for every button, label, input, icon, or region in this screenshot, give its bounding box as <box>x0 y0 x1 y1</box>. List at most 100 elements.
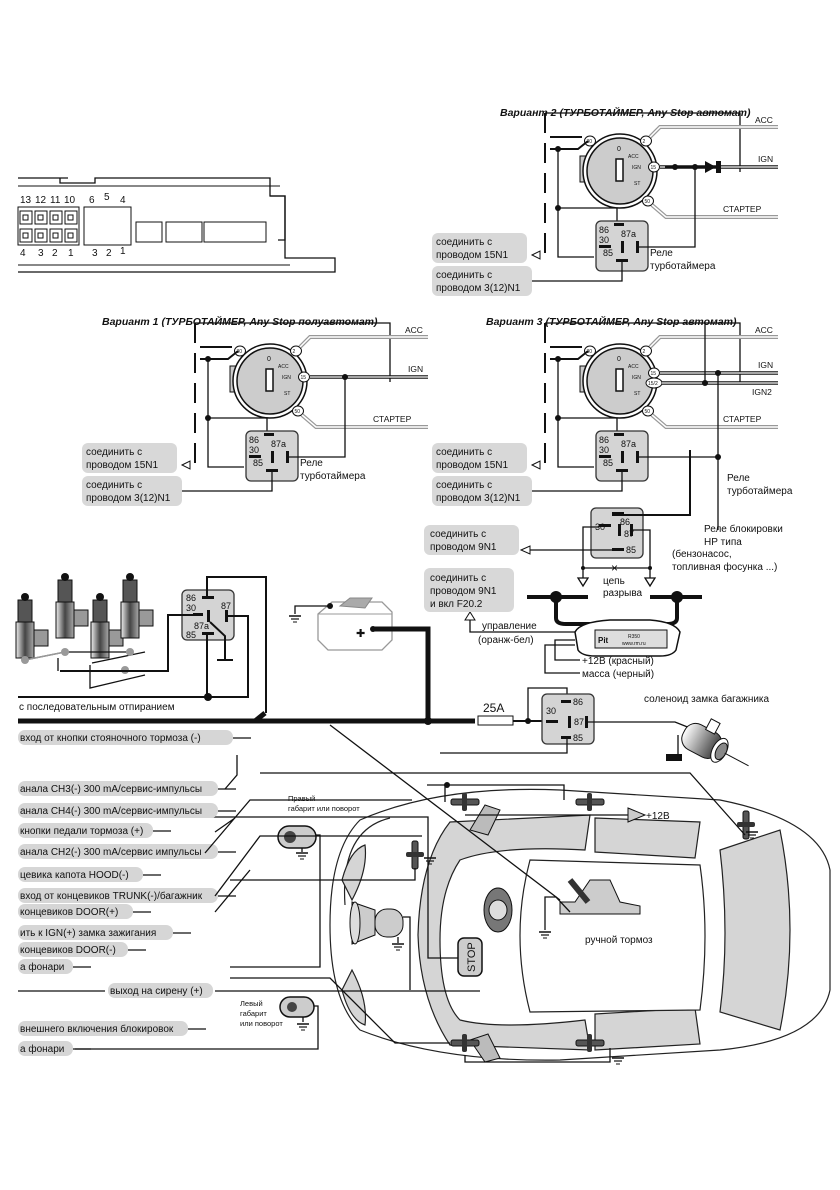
connect-3n1-label: проводом 3(12)N1 <box>436 493 521 504</box>
relay-pin: 87 <box>221 601 231 611</box>
relay-pin: 30 <box>249 445 259 455</box>
left-light-label: Левый <box>240 999 263 1008</box>
variant2-title: Вариант 2 (ТУРБОТАЙМЕР, Any Stop автомат… <box>500 106 751 119</box>
switch-pin: 15 <box>651 371 657 377</box>
switch-pin: 50 <box>295 409 301 415</box>
wire-label: ить к IGN(+) замка зажигания <box>20 928 156 939</box>
alarm-unit-connector: 13 12 11 10 4 3 2 1 6 5 4 3 2 1 <box>17 177 336 273</box>
relay-pin: 86 <box>249 435 259 445</box>
connect-3n1-label: проводом 3(12)N1 <box>86 493 171 504</box>
fuse-label: 25A <box>483 701 504 715</box>
switch-position: ACC <box>628 364 639 370</box>
connect-15n1-label: проводом 15N1 <box>436 460 508 471</box>
switch-position: ST <box>634 391 640 397</box>
switch-position: 0 <box>617 146 621 153</box>
wire-label: внешнего включения блокировок <box>20 1023 174 1035</box>
blocking-relay-label: топливная фосунка ...) <box>672 561 777 573</box>
wire-label: вход от концевиков TRUNK(-)/багажник <box>20 890 203 902</box>
relay-pin: 30 <box>186 603 196 613</box>
relay-label: Реле <box>300 458 323 469</box>
wire-label: анала CH2(-) 300 mA/сервис импульсы <box>20 847 202 858</box>
wire-ign2-label: IGN2 <box>752 387 772 397</box>
variant3-title: Вариант 3 (ТУРБОТАЙМЕР, Any Stop автомат… <box>486 315 737 328</box>
pin-label: 4 <box>20 248 26 259</box>
wire-ign-label: IGN <box>408 364 423 374</box>
wire-label: анала CH3(-) 300 mA/сервис-импульсы <box>20 784 202 795</box>
switch-position: ST <box>634 181 640 187</box>
pin-label: 13 <box>20 195 32 206</box>
stop-label: STOP <box>466 942 478 972</box>
ground-label: масса (черный) <box>582 669 654 680</box>
connect-3n1-label: проводом 3(12)N1 <box>436 283 521 294</box>
break-label: цепь <box>603 576 625 587</box>
siren-icon <box>349 901 411 990</box>
wire-label: анала CH4(-) 300 mA/сервис-импульсы <box>20 806 202 817</box>
connect-9n1-f20-label: проводом 9N1 <box>430 586 497 597</box>
switch-pin: 15 <box>651 165 657 171</box>
relay-pin: 85 <box>253 458 263 468</box>
relay-pin: 85 <box>186 630 196 640</box>
connect-15n1-label: соединить с <box>436 447 492 458</box>
wire-ign-label: IGN <box>758 154 773 164</box>
wire-label: выход на сирену (+) <box>110 986 203 997</box>
switch-pin: 30 <box>237 349 243 355</box>
wire-label: концевиков DOOR(-) <box>20 945 116 956</box>
wire-label: концевиков DOOR(+) <box>20 907 118 918</box>
switch-pin: 30 <box>587 349 593 355</box>
connect-3n1-label: соединить с <box>436 270 492 281</box>
wire-starter-label: СТАРТЕР <box>723 414 762 424</box>
right-light-label: Правый <box>288 794 315 803</box>
relay-label: турботаймера <box>727 485 793 497</box>
door-lock-actuators <box>15 573 154 689</box>
relay-pin: 87a <box>271 439 286 449</box>
pin-label: 11 <box>50 195 61 206</box>
locks-caption: с последовательным отпиранием <box>19 702 175 713</box>
switch-position: ACC <box>628 154 639 160</box>
module-model: R350 <box>628 634 640 640</box>
battery: ✚ <box>288 597 431 720</box>
pin-label: 2 <box>52 248 58 259</box>
pin-label: 1 <box>68 248 74 259</box>
relay-pin: 86 <box>573 697 583 707</box>
pin-label: 5 <box>104 192 110 203</box>
blocking-relay-label: Реле блокировки <box>704 523 783 535</box>
wire-label: цевика капота HOOD(-) <box>20 870 129 881</box>
control-label: (оранж-бел) <box>478 634 534 646</box>
plus-sign-icon: ✚ <box>356 628 365 640</box>
switch-position: IGN <box>632 165 641 171</box>
switch-pin: 15/2 <box>648 381 658 387</box>
connect-15n1-label: проводом 15N1 <box>86 460 158 471</box>
connect-9n1-f20-label: соединить с <box>430 573 486 584</box>
wire-label: а фонари <box>20 961 64 973</box>
pin-label: 10 <box>64 195 76 206</box>
relay-pin: 30 <box>599 445 609 455</box>
switch-position: IGN <box>632 375 641 381</box>
pin-label: 1 <box>120 246 126 257</box>
relay-label: турботаймера <box>650 260 716 272</box>
relay-pin: 30 <box>599 235 609 245</box>
wire-label: а фонари <box>20 1043 64 1055</box>
blocking-relay-block: 30 86 87 85 × цепь разрыва Реле блокиров… <box>464 450 783 680</box>
relay-pin: 86 <box>620 517 630 527</box>
connect-3n1-label: соединить с <box>86 480 142 491</box>
wire-acc-label: ACC <box>755 115 773 125</box>
wire-label: кнопки педали тормоза (+) <box>20 826 143 837</box>
connect-3n1-label: соединить с <box>436 480 492 491</box>
relay-pin: 86 <box>186 593 196 603</box>
relay-pin: 85 <box>603 248 613 258</box>
switch-position: 0 <box>267 356 271 363</box>
left-light-label: габарит <box>240 1009 267 1018</box>
handbrake-label: ручной тормоз <box>585 935 653 946</box>
car-top-view <box>329 788 831 1063</box>
relay-pin: 86 <box>599 435 609 445</box>
blocking-relay-label: (бензонасос, <box>672 548 732 560</box>
switch-position: IGN <box>282 375 291 381</box>
break-cross-icon: × <box>611 561 618 575</box>
connect-9n1-label: соединить с <box>430 529 486 540</box>
pin-label: 12 <box>35 195 47 206</box>
switch-pin: 2 <box>643 349 646 355</box>
relay-pin: 87a <box>194 621 209 631</box>
